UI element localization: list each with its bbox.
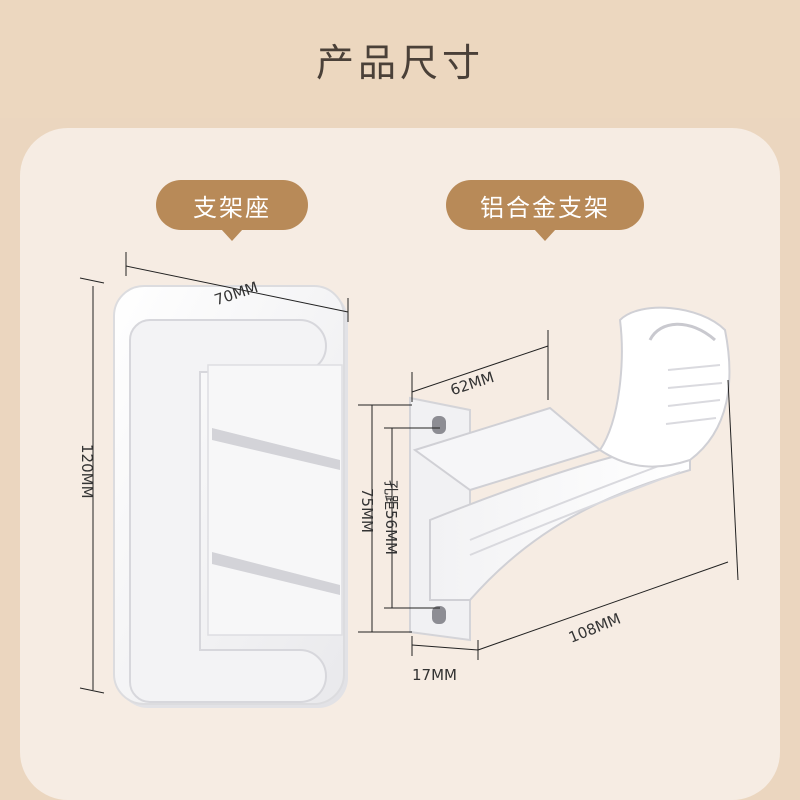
dimension-lines: [79, 252, 739, 694]
header-band: [0, 0, 800, 118]
wall-base-illustration: [113, 285, 348, 708]
page-title: 产品尺寸: [315, 41, 484, 85]
bracket-label-tag: 铝合金支架: [446, 180, 644, 241]
dim-base-height: 120MM: [78, 444, 96, 499]
dim-hole-spacing: 孔距56MM: [382, 480, 400, 555]
dim-bracket-height: 75MM: [358, 488, 376, 533]
bracket-illustration: [409, 306, 731, 642]
base-label-tag: 支架座: [156, 180, 308, 241]
dim-bracket-width: 17MM: [412, 666, 457, 684]
